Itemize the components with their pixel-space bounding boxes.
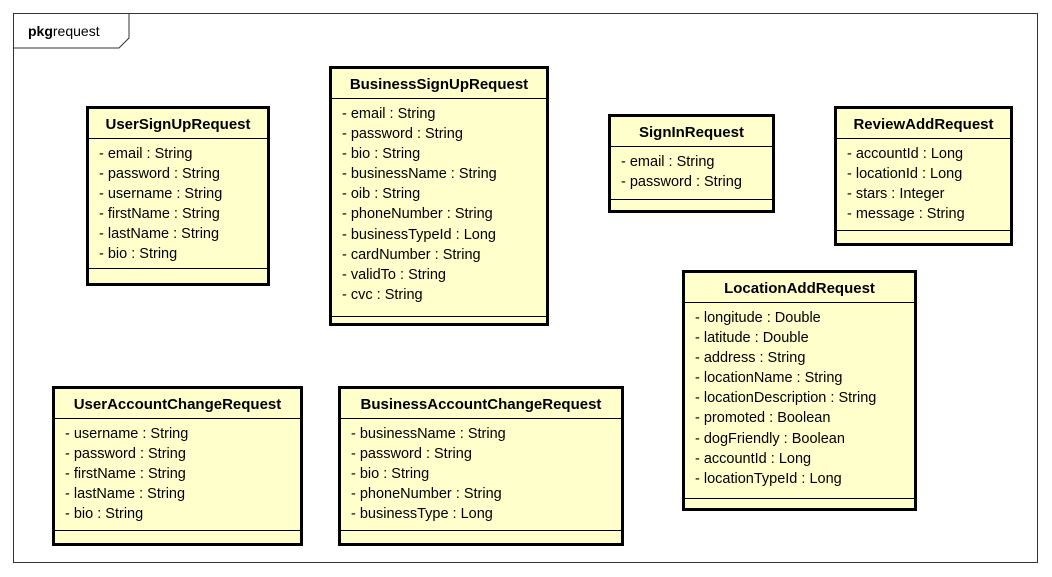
package-frame: pkgrequest <box>13 13 1038 563</box>
attribute-list: - accountId : Long - locationId : Long -… <box>837 139 1010 231</box>
attribute: - username : String <box>99 186 223 203</box>
attribute: - businessType : Long <box>351 506 493 523</box>
class-user-account-change-request[interactable]: UserAccountChangeRequest - username : St… <box>52 386 303 546</box>
attribute: - firstName : String <box>99 206 220 223</box>
package-tab-outline <box>14 14 130 49</box>
class-name: ReviewAddRequest <box>837 109 1010 139</box>
attribute: - password : String <box>342 126 463 143</box>
attribute: - email : String <box>99 146 193 162</box>
class-name: SignInRequest <box>611 117 772 147</box>
attribute-list: - email : String - password : String - b… <box>332 99 546 317</box>
attribute: - email : String <box>342 106 436 122</box>
attribute: - password : String <box>351 446 472 463</box>
attribute: - bio : String <box>351 466 430 483</box>
attribute: - lastName : String <box>65 486 186 503</box>
class-business-account-change-request[interactable]: BusinessAccountChangeRequest - businessN… <box>338 386 624 546</box>
attribute: - locationId : Long <box>847 166 963 183</box>
class-location-add-request[interactable]: LocationAddRequest - longitude : Double … <box>682 270 917 511</box>
class-name: BusinessSignUpRequest <box>332 69 546 99</box>
attribute: - dogFriendly : Boolean <box>695 430 845 447</box>
attribute-list: - email : String - password : String - u… <box>89 139 267 269</box>
attribute: - locationDescription : String <box>695 390 877 407</box>
attribute-list: - username : String - password : String … <box>55 419 300 531</box>
class-review-add-request[interactable]: ReviewAddRequest - accountId : Long - lo… <box>834 106 1013 246</box>
attribute-list: - longitude : Double - latitude : Double… <box>685 303 914 499</box>
class-name: UserAccountChangeRequest <box>55 389 300 419</box>
attribute: - password : String <box>621 174 742 191</box>
attribute: - address : String <box>695 350 806 367</box>
class-business-sign-up-request[interactable]: BusinessSignUpRequest - email : String -… <box>329 66 549 326</box>
class-name: UserSignUpRequest <box>89 109 267 139</box>
attribute: - locationTypeId : Long <box>695 470 842 487</box>
attribute: - cvc : String <box>342 286 423 303</box>
attribute: - bio : String <box>342 146 421 163</box>
attribute: - businessTypeId : Long <box>342 226 496 243</box>
attribute: - bio : String <box>99 246 178 263</box>
package-keyword: pkg <box>28 23 53 39</box>
attribute: - cardNumber : String <box>342 246 481 263</box>
attribute: - businessName : String <box>342 166 497 183</box>
attribute: - accountId : Long <box>847 146 964 162</box>
attribute: - lastName : String <box>99 226 220 243</box>
attribute: - phoneNumber : String <box>342 206 493 223</box>
attribute: - firstName : String <box>65 466 186 483</box>
attribute-list: - email : String - password : String <box>611 147 772 200</box>
attribute: - email : String <box>621 154 715 170</box>
class-name: LocationAddRequest <box>685 273 914 303</box>
attribute: - locationName : String <box>695 370 843 387</box>
attribute: - stars : Integer <box>847 186 945 203</box>
class-name: BusinessAccountChangeRequest <box>341 389 621 419</box>
attribute: - message : String <box>847 206 965 223</box>
attribute: - oib : String <box>342 186 421 203</box>
attribute: - username : String <box>65 426 189 442</box>
attribute-list: - businessName : String - password : Str… <box>341 419 621 531</box>
class-user-sign-up-request[interactable]: UserSignUpRequest - email : String - pas… <box>86 106 270 286</box>
attribute: - promoted : Boolean <box>695 410 831 427</box>
attribute: - latitude : Double <box>695 330 809 347</box>
attribute: - businessName : String <box>351 426 506 442</box>
attribute: - longitude : Double <box>695 310 821 326</box>
package-tab: pkgrequest <box>14 14 130 49</box>
attribute: - password : String <box>99 166 220 183</box>
class-sign-in-request[interactable]: SignInRequest - email : String - passwor… <box>608 114 775 213</box>
attribute: - accountId : Long <box>695 450 812 467</box>
attribute: - phoneNumber : String <box>351 486 502 503</box>
attribute: - validTo : String <box>342 266 446 283</box>
attribute: - password : String <box>65 446 186 463</box>
attribute: - bio : String <box>65 506 144 523</box>
package-label: pkgrequest <box>28 23 100 39</box>
package-name: request <box>52 23 100 39</box>
